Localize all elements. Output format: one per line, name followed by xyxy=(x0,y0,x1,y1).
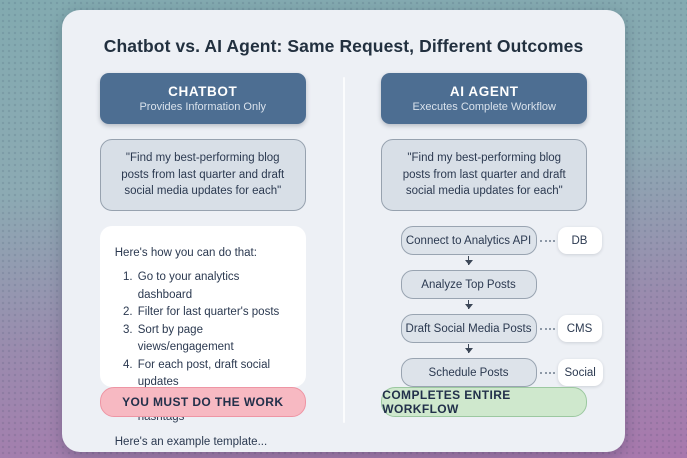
dotted-connector xyxy=(539,327,555,330)
integration-pill: CMS xyxy=(557,315,602,343)
column-divider xyxy=(342,77,345,423)
chatbot-user-request: "Find my best-performing blog posts from… xyxy=(99,139,306,212)
infographic-card: Chatbot vs. AI Agent: Same Request, Diff… xyxy=(62,10,625,452)
agent-user-request: "Find my best-performing blog posts from… xyxy=(381,139,588,212)
workflow-row: Connect to Analytics API DB xyxy=(344,226,626,256)
chatbot-header-subtitle: Provides Information Only xyxy=(139,101,267,113)
chatbot-step: Go to your analytics dashboard xyxy=(136,269,291,304)
agent-workflow: Connect to Analytics API DB Analyze Top Po… xyxy=(344,226,626,388)
arrow-down-icon xyxy=(465,256,472,266)
arrow-down-icon xyxy=(465,344,472,354)
chatbot-outcome-badge: YOU MUST DO THE WORK xyxy=(99,387,306,417)
workflow-step: Connect to Analytics API xyxy=(400,226,537,256)
agent-header-subtitle: Executes Complete Workflow xyxy=(412,101,556,113)
workflow-step: Analyze Top Posts xyxy=(400,270,537,300)
chatbot-steps-list: Go to your analytics dashboardFilter for… xyxy=(115,269,291,426)
workflow-row: Schedule Posts Social xyxy=(344,358,626,388)
chatbot-step: For each post, draft social updates xyxy=(136,357,291,392)
integration-pill: Social xyxy=(557,359,603,387)
chatbot-response-outro: Here's an example template... xyxy=(114,435,268,448)
workflow-row: Draft Social Media Posts CMS xyxy=(344,314,626,344)
workflow-arrow xyxy=(344,343,626,358)
arrow-down-icon xyxy=(465,300,472,310)
chatbot-response-card: Here's how you can do that: Go to your a… xyxy=(99,226,306,448)
chatbot-header: CHATBOT Provides Information Only xyxy=(99,73,306,124)
agent-column: AI AGENT Executes Complete Workflow "Fin… xyxy=(344,73,626,453)
workflow-step: Schedule Posts xyxy=(400,358,537,388)
chatbot-header-title: CHATBOT xyxy=(168,84,238,99)
chatbot-step: Filter for last quarter's posts xyxy=(136,304,291,321)
workflow-row: Analyze Top Posts xyxy=(344,270,626,300)
workflow-arrow xyxy=(344,299,626,314)
dotted-connector xyxy=(539,239,555,242)
agent-header: AI AGENT Executes Complete Workflow xyxy=(381,73,588,124)
agent-outcome-badge: COMPLETES ENTIRE WORKFLOW xyxy=(381,387,588,418)
chatbot-column: CHATBOT Provides Information Only "Find … xyxy=(62,73,344,453)
integration-pill: DB xyxy=(557,227,602,255)
workflow-step: Draft Social Media Posts xyxy=(400,314,537,344)
page-title: Chatbot vs. AI Agent: Same Request, Diff… xyxy=(103,36,584,56)
chatbot-response-intro: Here's how you can do that: xyxy=(114,247,257,260)
comparison-columns: CHATBOT Provides Information Only "Find … xyxy=(62,73,625,453)
workflow-arrow xyxy=(344,255,626,270)
agent-header-title: AI AGENT xyxy=(449,84,519,99)
dotted-connector xyxy=(539,371,555,374)
chatbot-step: Sort by page views/engagement xyxy=(136,322,291,357)
